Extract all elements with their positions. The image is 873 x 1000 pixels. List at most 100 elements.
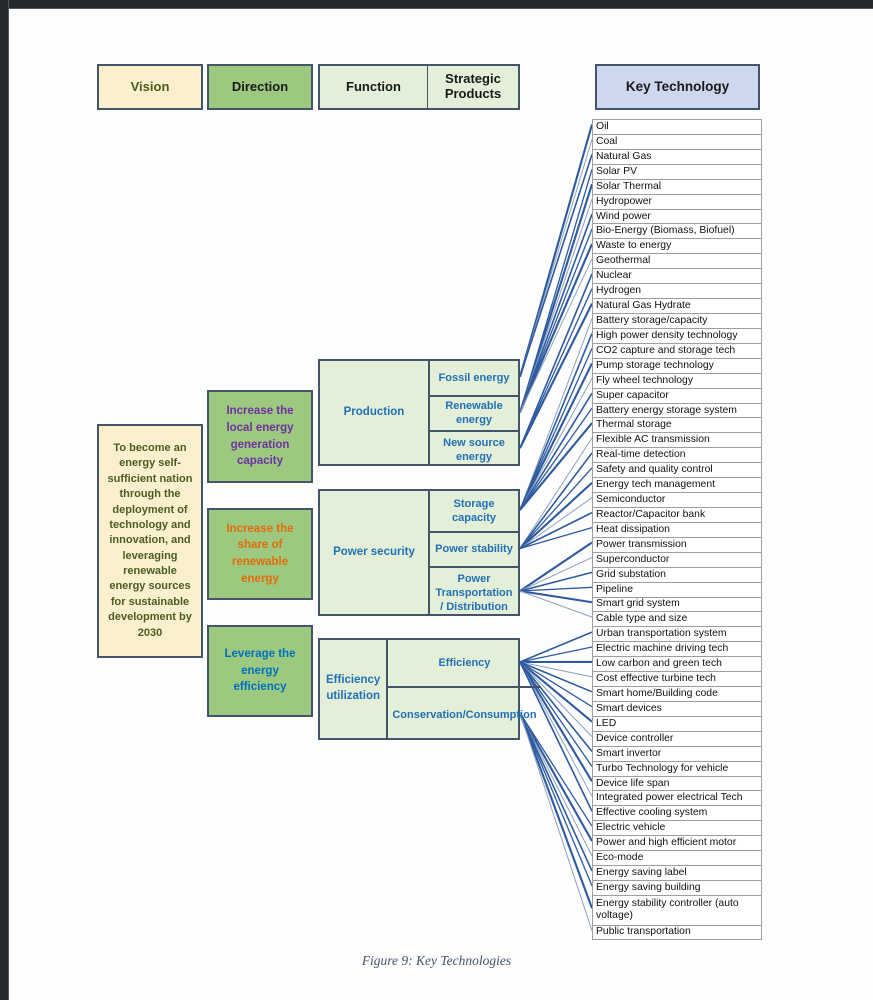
key-technology-row: Thermal storage	[592, 417, 762, 433]
key-technology-row: Energy saving label	[592, 865, 762, 881]
header-direction: Direction	[207, 64, 313, 110]
key-technology-row: Energy tech management	[592, 477, 762, 493]
key-technology-row: Super capacitor	[592, 387, 762, 403]
key-technology-row: Coal	[592, 133, 762, 149]
connector-line	[519, 198, 593, 413]
function-name-cell: Production	[320, 361, 430, 464]
connector-line	[519, 511, 593, 550]
key-technology-row: Flexible AC transmission	[592, 432, 762, 448]
key-technology-row: Low carbon and green tech	[592, 656, 762, 672]
key-technology-row: Semiconductor	[592, 492, 762, 507]
figure-caption: Figure 9: Key Technologies	[361, 953, 512, 968]
key-technology-row: Wind power	[592, 208, 762, 224]
key-technology-row: Device life span	[592, 775, 762, 791]
connector-line	[519, 526, 593, 550]
connector-line	[519, 228, 593, 413]
connector-line	[519, 541, 593, 592]
key-technology-row: Bio-Energy (Biomass, Biofuel)	[592, 223, 762, 239]
header-key-technology: Key Technology	[595, 64, 760, 110]
key-technology-row: Solar Thermal	[592, 178, 762, 194]
key-technology-row: Urban transportation system	[592, 626, 762, 642]
key-technology-row: Smart devices	[592, 700, 762, 716]
key-technology-row: Smart home/Building code	[592, 686, 762, 701]
key-technology-row: Solar PV	[592, 163, 762, 179]
direction-box: Leverage the energy efficiency	[207, 625, 313, 717]
strategic-product-cell: Storage capacity	[430, 491, 518, 533]
connector-line	[518, 183, 594, 413]
connector-line	[519, 437, 593, 549]
strategic-product-cell: Efficiency	[388, 640, 541, 688]
vision-text: To become an energy self-sufficient nati…	[107, 441, 193, 639]
header-strategic-products-label: Strategic Products	[444, 71, 502, 101]
direction-box: Increase the share of renewable energy	[207, 508, 313, 600]
connector-line	[519, 348, 593, 511]
header-function-label: Function	[346, 78, 401, 94]
key-technology-row: Natural Gas	[592, 148, 762, 164]
key-technology-row: Public transportation	[592, 924, 762, 940]
key-technology-row: Cable type and size	[592, 611, 762, 627]
connector-line	[519, 303, 593, 449]
header-function: Function	[318, 64, 428, 110]
connector-line	[519, 318, 593, 511]
connector-line	[519, 712, 593, 909]
connector-line	[519, 452, 593, 549]
connector-line	[519, 378, 593, 511]
key-technology-row: Waste to energy	[592, 238, 762, 254]
key-technology-row: Energy stability controller (auto voltag…	[592, 894, 762, 925]
key-technology-row: Hydrogen	[592, 283, 762, 299]
key-technology-row: Cost effective turbine tech	[592, 671, 762, 687]
connector-line	[519, 258, 593, 413]
key-technology-row: Hydropower	[592, 193, 762, 209]
vision-box: To become an energy self-sufficient nati…	[97, 424, 203, 658]
key-technology-row: Power and high efficient motor	[592, 835, 762, 851]
connector-line	[519, 497, 593, 549]
connector-line	[519, 288, 593, 449]
connector-line	[519, 362, 593, 511]
key-technology-row: CO2 capture and storage tech	[592, 342, 762, 358]
key-technology-row: Energy saving building	[592, 880, 762, 895]
key-technology-row: Geothermal	[592, 253, 762, 269]
viewer-frame-top	[0, 0, 873, 9]
key-technology-row: Device controller	[592, 730, 762, 746]
viewer-frame-left	[0, 0, 9, 1000]
key-technology-row: LED	[592, 715, 762, 731]
connector-line	[519, 571, 593, 592]
connector-line	[519, 407, 593, 511]
key-technology-row: Power transmission	[592, 536, 762, 552]
direction-box: Increase the local energy generation cap…	[207, 390, 313, 483]
key-technology-row: Eco-mode	[592, 850, 762, 866]
connector-line	[519, 392, 593, 511]
connector-line	[519, 712, 593, 931]
connector-line	[519, 586, 593, 592]
connector-line	[519, 590, 593, 618]
key-technology-row: Safety and quality control	[592, 462, 762, 478]
connector-line	[519, 589, 593, 604]
key-technology-row: Battery storage/capacity	[592, 312, 762, 328]
key-technology-row: Real-time detection	[592, 447, 762, 463]
key-technology-row: Reactor/Capacitor bank	[592, 506, 762, 522]
function-name-cell: Power security	[320, 491, 430, 614]
connector-line	[519, 213, 593, 413]
key-technology-row: Superconductor	[592, 551, 762, 567]
connector-line	[519, 273, 593, 449]
connector-line	[518, 124, 594, 378]
header-vision-label: Vision	[130, 78, 170, 94]
connector-line	[519, 139, 593, 377]
connector-line	[519, 556, 593, 592]
connector-line	[519, 422, 593, 511]
header-strategic-products: Strategic Products	[427, 64, 520, 110]
key-technology-row: Natural Gas Hydrate	[592, 298, 762, 313]
key-technology-row: Smart grid system	[592, 596, 762, 612]
strategic-product-cell: Power Transportation / Distribution	[435, 572, 513, 614]
key-technology-row: Effective cooling system	[592, 805, 762, 821]
strategic-product-cell: New source energy	[443, 436, 505, 464]
key-technology-row: Battery energy storage system	[592, 402, 762, 418]
key-technology-row: Fly wheel technology	[592, 372, 762, 388]
key-technology-row: Pipeline	[592, 581, 762, 597]
key-technology-row: Oil	[592, 119, 762, 134]
key-technology-row: Electric machine driving tech	[592, 641, 762, 657]
